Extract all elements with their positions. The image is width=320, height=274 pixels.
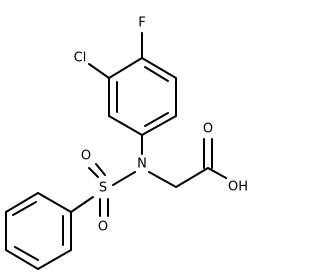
s-o-double-bond xyxy=(88,167,99,178)
ring-bond xyxy=(5,249,39,270)
atom-o-top: O xyxy=(81,149,91,164)
atom-oh: OH xyxy=(228,180,248,195)
atom-oh-label: OH xyxy=(228,180,248,195)
phenyl-ring xyxy=(5,192,72,270)
c-oh-bond xyxy=(207,167,227,179)
atom-o-carbonyl-label: O xyxy=(203,122,213,137)
ch2-cooh-bond xyxy=(175,167,209,188)
ring-bond xyxy=(108,57,143,79)
n-s-bond xyxy=(112,171,136,186)
ring-bond xyxy=(5,192,39,213)
chemical-structure-diagram: F Cl N S O O O OH xyxy=(5,16,248,270)
ring-double-bond xyxy=(14,246,39,261)
atom-n: N xyxy=(137,157,147,172)
c-cl-bond xyxy=(88,63,110,79)
atom-o-top-label: O xyxy=(81,149,91,164)
atom-s-label: S xyxy=(99,181,107,196)
ring-double-bond xyxy=(12,201,37,216)
atom-cl: Cl xyxy=(74,51,87,66)
atom-f: F xyxy=(138,16,145,31)
atom-o-carbonyl: O xyxy=(203,122,213,137)
atom-o-bottom-label: O xyxy=(98,220,108,235)
atom-o-bottom: O xyxy=(98,220,108,235)
ring-bond xyxy=(108,115,143,136)
s-phenyl-bond xyxy=(70,196,94,213)
ring-bond xyxy=(37,192,72,213)
ring-bond xyxy=(141,115,177,136)
s-o-double-bond xyxy=(95,163,106,176)
atom-f-label: F xyxy=(138,16,145,31)
atom-s: S xyxy=(99,181,107,196)
ring-bond xyxy=(141,57,177,79)
atom-n-label: N xyxy=(137,157,147,172)
n-ch2-bond xyxy=(148,171,177,188)
ring-bond xyxy=(37,249,72,270)
ring-double-bond xyxy=(144,112,169,127)
ring-double-bond xyxy=(144,66,169,82)
chlorofluorophenyl-ring xyxy=(108,57,177,136)
atom-cl-label: Cl xyxy=(74,51,87,66)
